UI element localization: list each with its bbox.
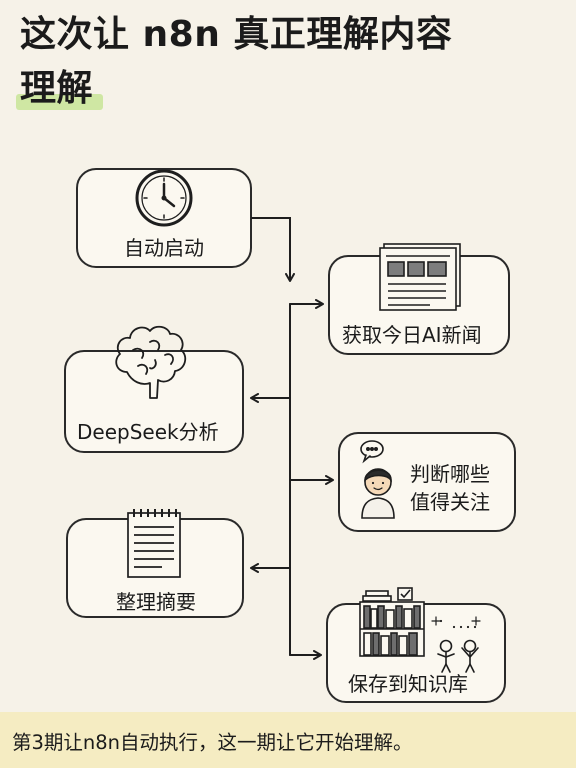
- brain-icon: [115, 325, 187, 399]
- node-label-save: 保存到知识库: [348, 672, 468, 696]
- notepad-icon: [127, 509, 181, 578]
- node-label-deepseek: DeepSeek分析: [77, 420, 219, 444]
- node-label-fetch-news: 获取今日AI新闻: [342, 323, 482, 347]
- clock-icon: [135, 169, 193, 227]
- newspaper-icon: [379, 243, 461, 311]
- node-label-summarize: 整理摘要: [116, 590, 196, 614]
- page-title: 这次让 n8n 真正理解内容 理解: [16, 8, 560, 116]
- node-label-judge-2: 值得关注: [410, 490, 490, 514]
- title-line-2: 理解: [16, 62, 104, 116]
- bookshelf-icon: [359, 587, 425, 657]
- person-thinking-icon: [360, 440, 395, 519]
- node-label-auto-start: 自动启动: [124, 236, 204, 260]
- title-line-1: 这次让 n8n 真正理解内容: [20, 14, 453, 55]
- footer-text: 第3期让n8n自动执行，这一期让它开始理解。: [12, 731, 413, 754]
- people-cheering-icon: [431, 616, 481, 673]
- footer-banner: 第3期让n8n自动执行，这一期让它开始理解。: [0, 712, 576, 768]
- connector-start: [251, 217, 295, 282]
- node-label-judge-1: 判断哪些: [410, 462, 490, 486]
- title-line-2-text: 理解: [20, 68, 94, 109]
